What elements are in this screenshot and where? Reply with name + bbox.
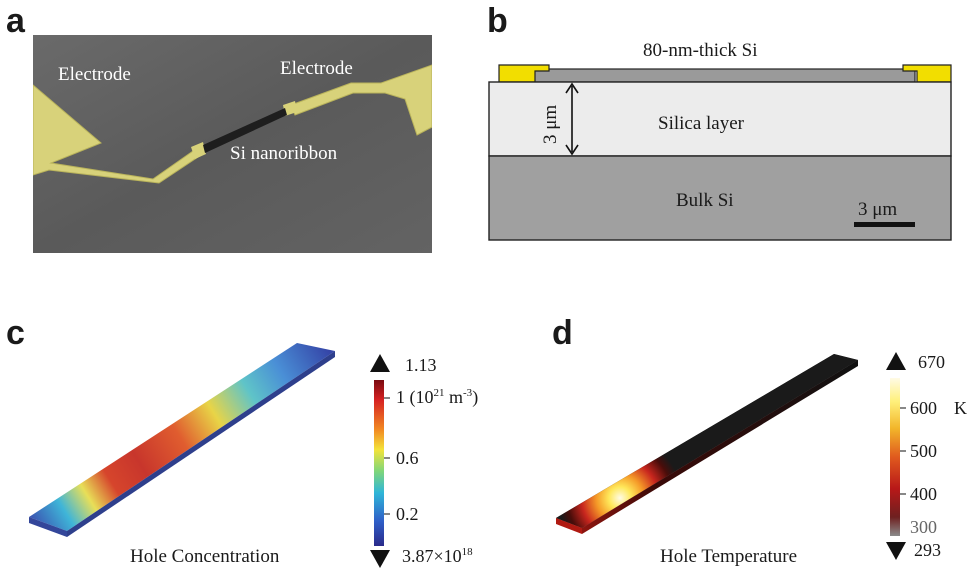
thickness-label: 3 μm (540, 104, 561, 144)
bulk-si-label: Bulk Si (676, 190, 734, 211)
temperature-ribbon-edge (582, 360, 858, 534)
conc-unit-rest: m (444, 387, 464, 407)
temp-min-arrow-down (886, 542, 906, 560)
conc-unit-exp: 21 (433, 387, 445, 399)
thin-si-label: 80-nm-thick Si (643, 40, 758, 61)
nanoribbon-pad-left (191, 142, 206, 159)
conc-unit-label: 1 (1021 m-3) (396, 387, 478, 408)
temp-max-arrow-up (886, 352, 906, 370)
temp-tick-400: 400 (910, 484, 937, 504)
nanoribbon-pad-right (283, 101, 297, 116)
temperature-hot-spot (556, 354, 858, 528)
conc-unit-rest-exp: -3 (463, 387, 473, 399)
thickness-arrow-head-bottom (565, 144, 579, 156)
max-arrow-up (370, 354, 390, 372)
concentration-colorbar (370, 354, 390, 568)
heat-colorbar (890, 378, 900, 536)
sem-image (33, 35, 432, 253)
right-electrode (290, 64, 432, 136)
temp-unit-label: K (954, 398, 967, 418)
conc-tick-06: 0.6 (396, 448, 419, 468)
temperature-colorbar (886, 352, 906, 560)
conc-min-label: 3.87×1018 (402, 546, 473, 567)
concentration-ribbon-edge (67, 351, 335, 537)
panel-letter-a: a (6, 2, 25, 40)
temp-tick-600: 600 (910, 398, 937, 418)
conc-unit-close: ) (472, 387, 479, 407)
temperature-ribbon-side (556, 518, 582, 534)
temp-min-label: 293 (914, 540, 941, 560)
scale-bar (854, 222, 915, 227)
electrode-label-left: Electrode (58, 64, 131, 85)
silica-layer-label: Silica layer (658, 113, 744, 134)
panel-letter-b: b (487, 2, 508, 40)
thin-si-layer (522, 68, 916, 83)
temp-tick-500: 500 (910, 441, 937, 461)
conc-max-label: 1.13 (405, 355, 437, 375)
temp-max-label: 670 (918, 352, 945, 372)
cross-section-diagram (488, 64, 952, 241)
electrode-label-right: Electrode (280, 58, 353, 79)
concentration-ribbon-side (29, 517, 67, 537)
hole-concentration-caption: Hole Concentration (130, 546, 280, 567)
conc-min-exp: 18 (461, 546, 473, 558)
concentration-ribbon-top (29, 343, 335, 531)
hole-temperature-ribbon (556, 354, 858, 534)
si-nanoribbon (203, 108, 287, 153)
temp-tick-300: 300 (910, 517, 937, 537)
conc-tick-1: 1 (396, 387, 405, 407)
thickness-arrow-head-top (565, 82, 579, 94)
nanoribbon-label: Si nanoribbon (230, 143, 338, 164)
conc-tick-02: 0.2 (396, 504, 419, 524)
hole-temperature-caption: Hole Temperature (660, 546, 798, 567)
hole-concentration-ribbon (29, 343, 335, 537)
jet-colorbar (374, 380, 384, 546)
min-arrow-down (370, 550, 390, 568)
panel-letter-d: d (552, 314, 573, 352)
conc-unit-base: (10 (409, 387, 434, 407)
conc-min-value: 3.87×10 (402, 546, 462, 566)
scale-bar-label: 3 μm (858, 199, 898, 220)
panel-letter-c: c (6, 314, 25, 352)
